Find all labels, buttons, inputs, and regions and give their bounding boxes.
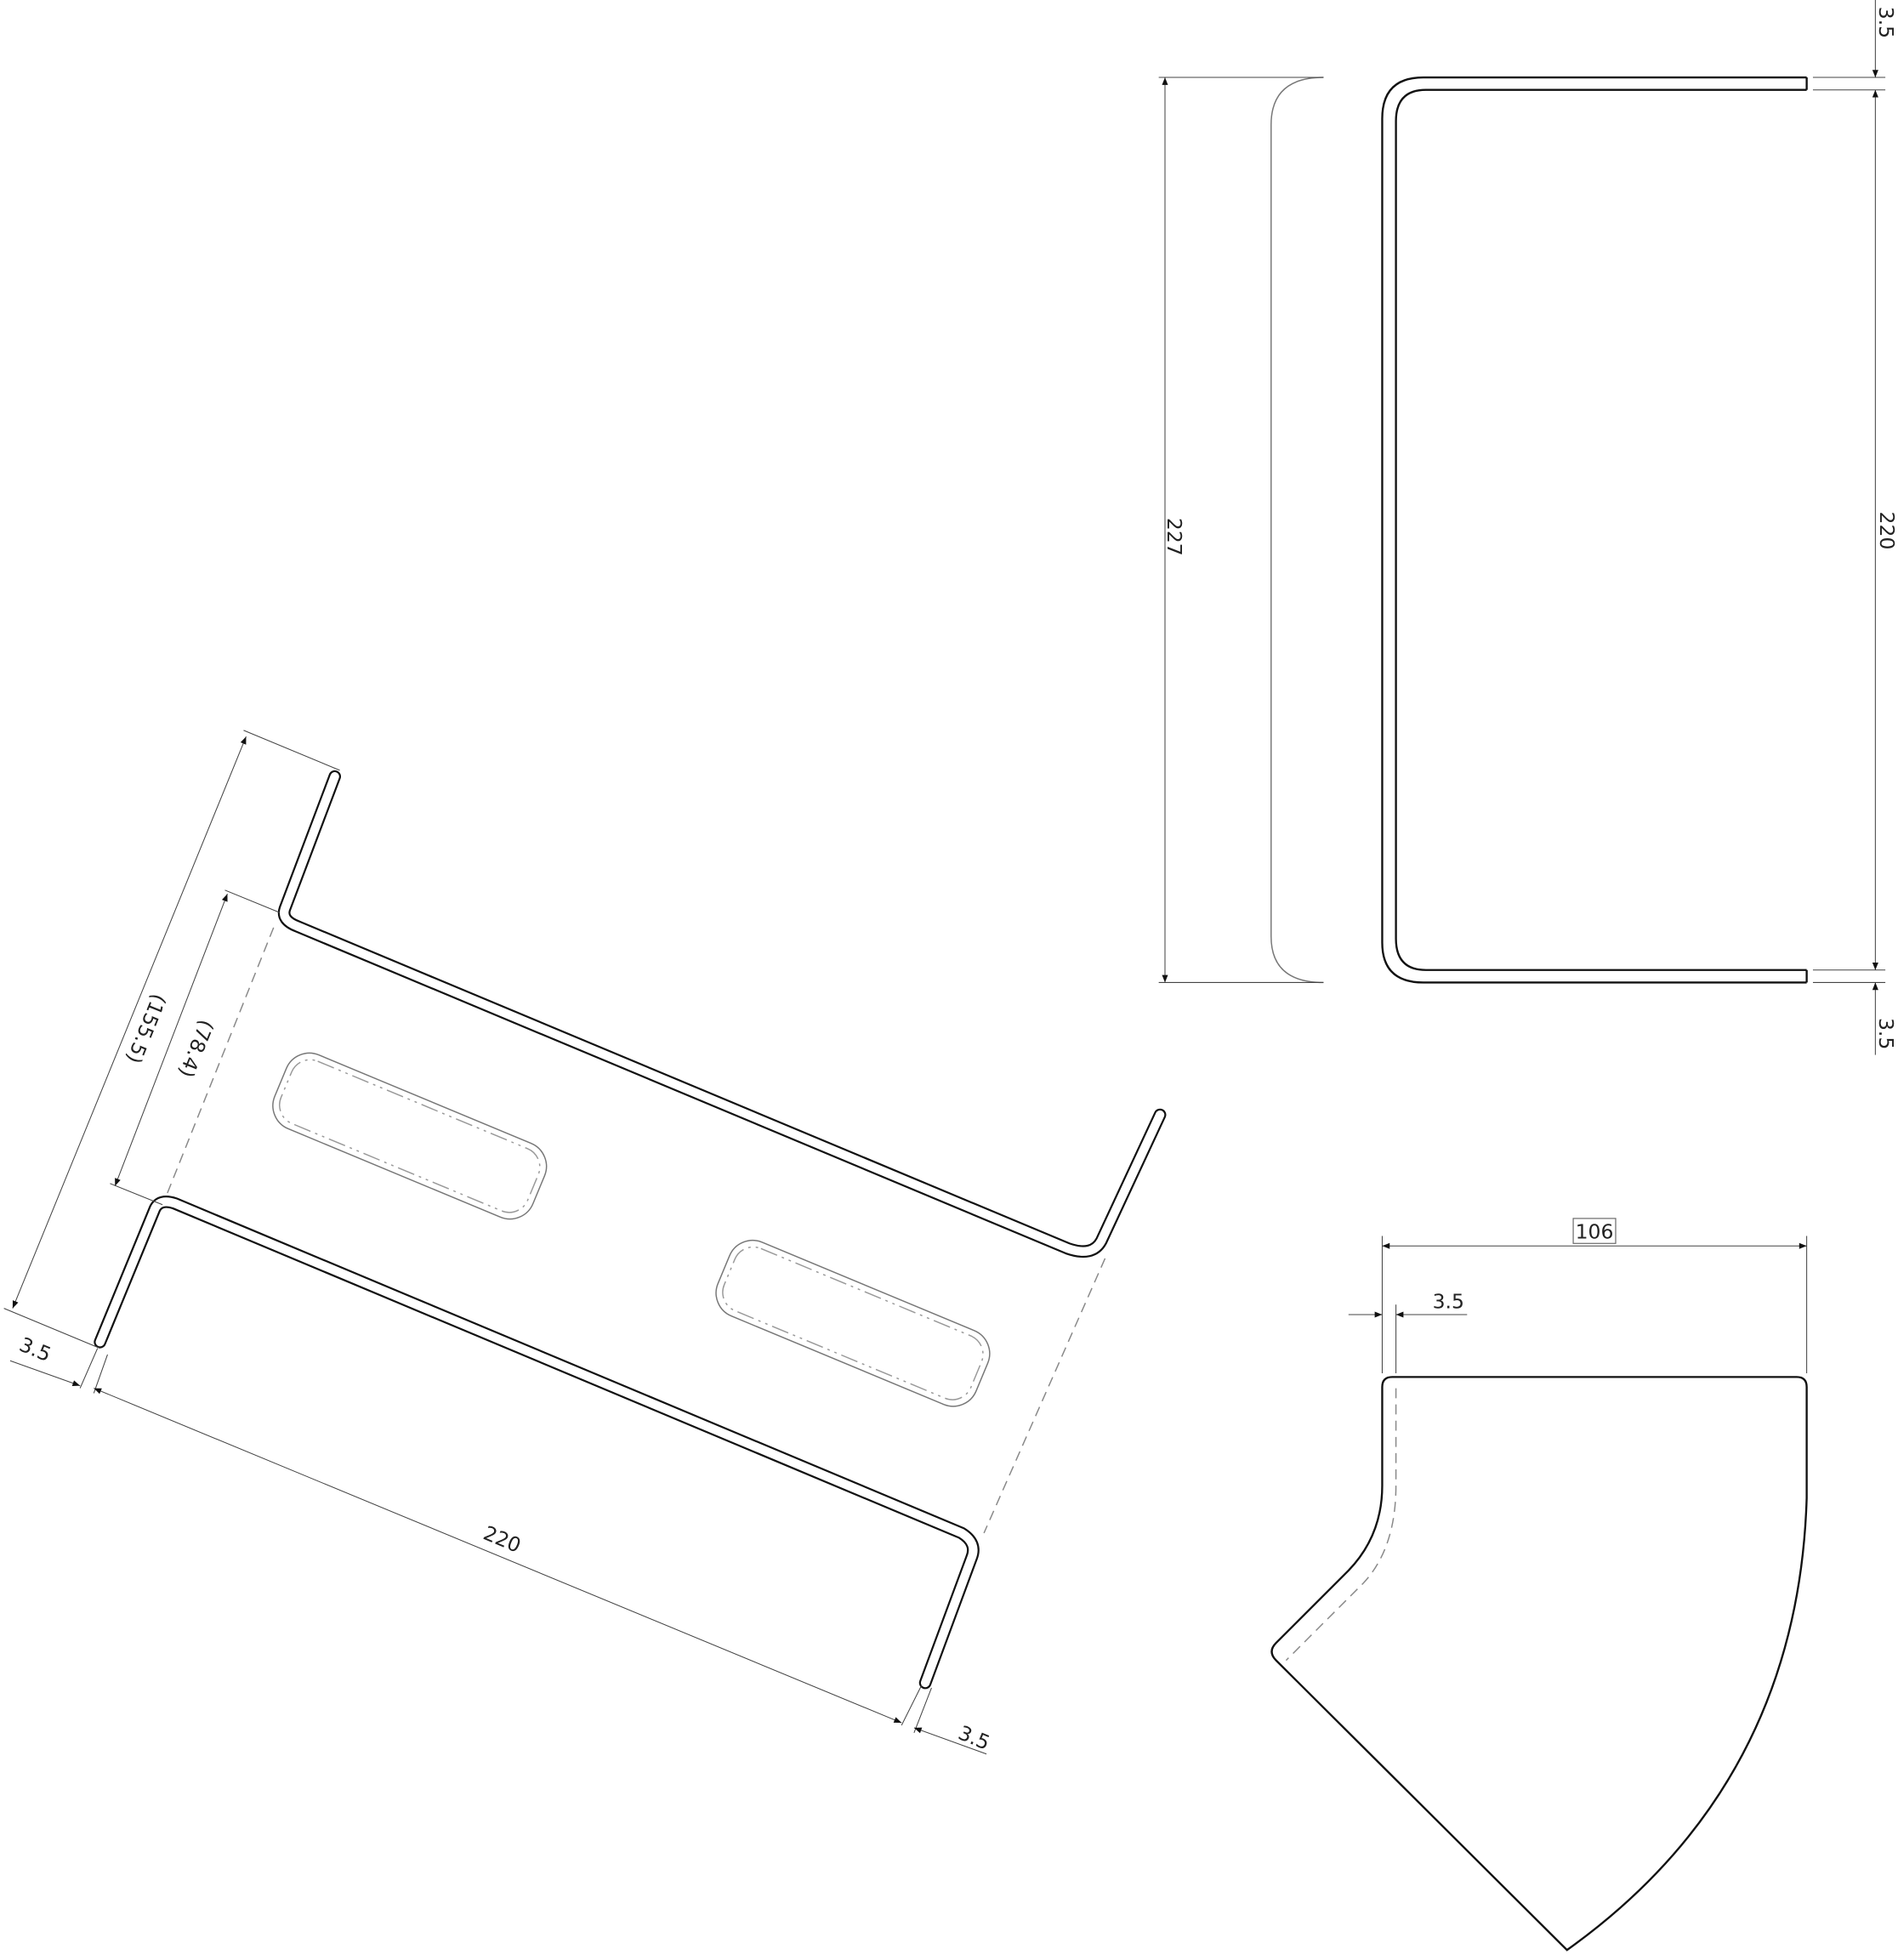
bend-line-right bbox=[983, 1258, 1106, 1534]
side-view-u-channel: 227 220 3.5 3.5 bbox=[1158, 0, 1898, 1055]
outer-profile bbox=[1270, 77, 1324, 984]
slot-2 bbox=[715, 1239, 991, 1407]
dim-3.5-top: 3.5 bbox=[1874, 7, 1898, 38]
basic-dimension-box bbox=[1572, 1218, 1617, 1244]
u-channel-outer bbox=[1381, 76, 1807, 984]
bend-line bbox=[1285, 1388, 1397, 1662]
dim-220-vertical: 220 bbox=[1875, 512, 1898, 550]
dim-3.5-bottom: 3.5 bbox=[1874, 1018, 1898, 1049]
dim-155.5: (155.5) bbox=[122, 991, 171, 1067]
slot-1 bbox=[272, 1052, 548, 1220]
dim-3.5-front: 3.5 bbox=[1433, 1290, 1464, 1314]
isometric-bracket-view: (155.5) (78.4) 220 3.5 3.5 bbox=[3, 730, 1167, 1755]
u-channel-inner bbox=[1395, 88, 1807, 971]
dim-3.5-left: 3.5 bbox=[16, 1332, 54, 1366]
dim-227: 227 bbox=[1162, 518, 1186, 556]
dim-106: 106 bbox=[1576, 1219, 1614, 1243]
upper-sheet bbox=[277, 770, 1167, 1258]
lower-sheet bbox=[94, 1196, 980, 1690]
dim-220-length: 220 bbox=[480, 1521, 524, 1558]
front-outline bbox=[1270, 1376, 1808, 1951]
dim-3.5-right: 3.5 bbox=[955, 1721, 993, 1755]
front-view-pentagon: 106 3.5 bbox=[1270, 1218, 1808, 1951]
dim-78.4: (78.4) bbox=[174, 1016, 219, 1081]
